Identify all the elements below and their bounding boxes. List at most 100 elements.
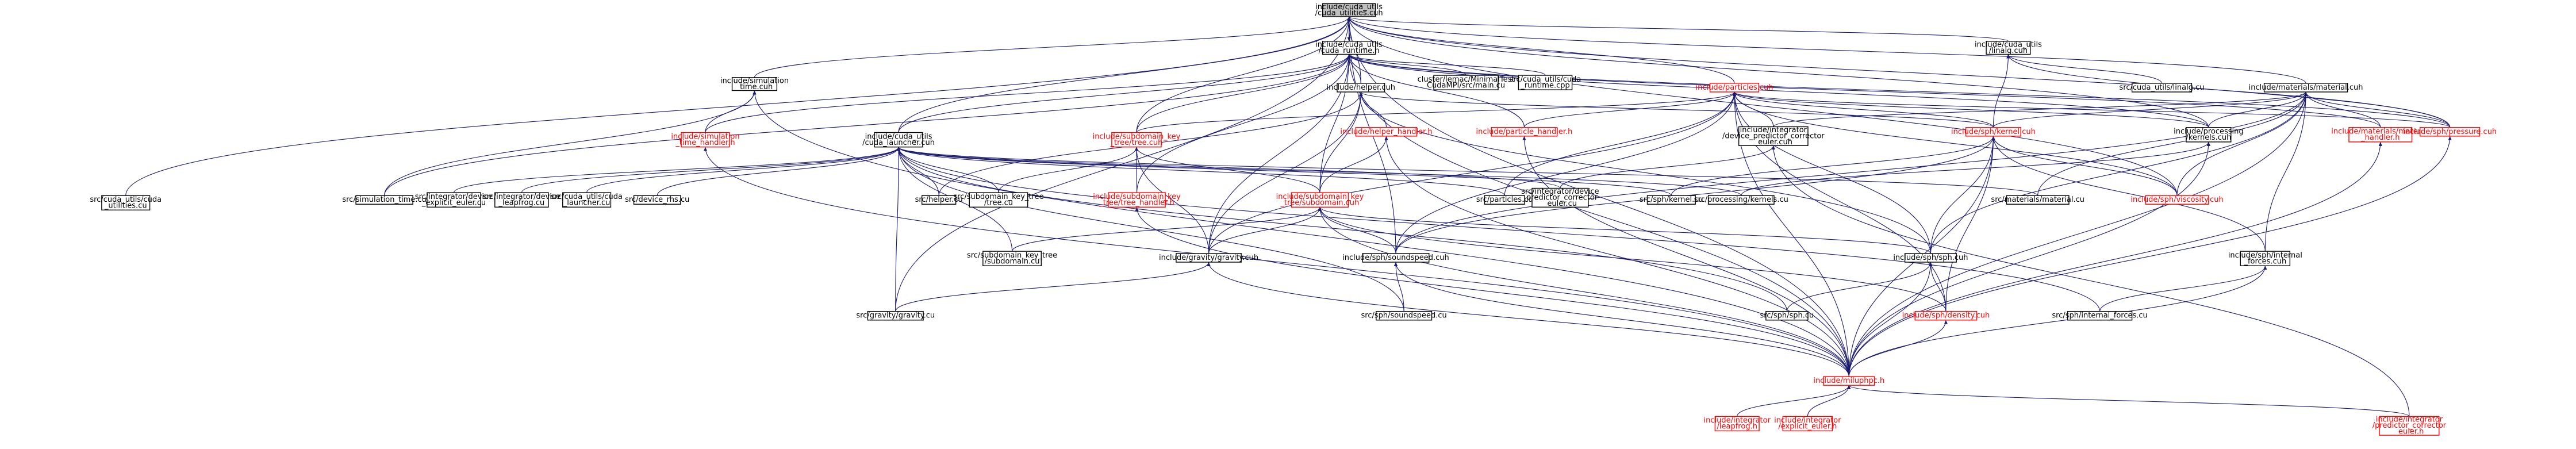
edge-line — [1786, 262, 1933, 312]
node-helper-cuh[interactable]: include/helper.cuh — [1327, 83, 1396, 93]
node-subdomain-tree[interactable]: include/subdomain_key_tree/tree.cuh — [1093, 132, 1181, 148]
node-src-soundspeed[interactable]: src/sph/soundspeed.cu — [1361, 310, 1447, 321]
node-label: _time_handler.h — [675, 139, 735, 147]
edge-line — [1134, 147, 1320, 193]
node-src-sph-kernel[interactable]: src/sph/kernel.cu — [1640, 195, 1703, 205]
node-sph-pressure[interactable]: include/sph/pressure.cuh — [2403, 127, 2497, 137]
node-label: /subdomain.cu — [985, 257, 1040, 266]
node-box — [2067, 310, 2133, 321]
node-cuda-runtime-cpp[interactable]: src/cuda_utils/cuda_runtime.cpp — [1510, 75, 1581, 90]
node-box — [2131, 83, 2193, 93]
node-box — [1376, 310, 1433, 321]
node-sph-cuh[interactable]: include/sph/sph.cuh — [1893, 253, 1968, 263]
node-src-tree[interactable]: src/subdomain_key_tree/tree.cu — [953, 192, 1044, 208]
node-predictor-corrector-euler-h[interactable]: include/integrator/predictor_corrector_e… — [2372, 416, 2447, 436]
node-src-internal-forces[interactable]: src/sph/internal_forces.cu — [2052, 310, 2148, 321]
edge-soundspeed_cuh-src_soundspeed — [1393, 262, 1404, 312]
node-label: src/subdomain_key_tree — [967, 251, 1057, 260]
node-helper-handler[interactable]: include/helper_handler.h — [1340, 127, 1433, 137]
node-src-device-pc-euler[interactable]: src/integrator/device_predictor_correcto… — [1521, 187, 1599, 208]
node-src-device-rhs[interactable]: src/device_rhs.cu — [625, 195, 689, 205]
edge-material-src_material — [2037, 91, 2308, 196]
node-label: src/cuda_utils/cuda — [90, 195, 162, 204]
edge-line — [1393, 262, 1404, 312]
node-label: src/particles.cu — [1476, 195, 1533, 204]
edge-line — [1347, 54, 2381, 128]
node-sim-time[interactable]: include/simulation_time.cuh — [720, 76, 789, 91]
edge-line — [1991, 136, 2178, 196]
node-label: CudaMPI/src/main.cu — [1427, 81, 1505, 90]
edge-line — [1732, 91, 2178, 196]
node-box — [1714, 416, 1760, 432]
node-cuda-launcher[interactable]: include/cuda_utils/cuda_launcher.cuh — [862, 132, 935, 148]
node-src-cuda-utilities[interactable]: src/cuda_utils/cuda_utilities.cu — [90, 195, 162, 211]
node-particles-cuh[interactable]: include/particles.cuh — [1695, 83, 1773, 93]
edge-line — [1737, 385, 1851, 417]
node-box — [355, 195, 413, 205]
node-soundspeed-cuh[interactable]: include/sph/soundspeed.cuh — [1342, 253, 1449, 263]
node-src-device-explicit-euler[interactable]: src/integrator/device_explicit_euler.cu — [415, 192, 493, 208]
edge-cuda_utilities-linalg — [1347, 16, 2009, 42]
edge-line — [897, 147, 1404, 312]
node-src-subdomain[interactable]: src/subdomain_key_tree/subdomain.cu — [967, 251, 1057, 267]
edge-line — [521, 147, 901, 193]
node-sim-time-handler[interactable]: include/simulation_time_handler.h — [671, 132, 740, 148]
node-src-particles[interactable]: src/particles.cu — [1476, 195, 1533, 205]
edge-line — [1930, 136, 1995, 254]
node-box — [2379, 416, 2440, 436]
edge-line — [1136, 54, 1351, 193]
node-cuda-runtime[interactable]: include/cuda_utils/cuda_runtime.h — [1315, 40, 1383, 55]
edge-particles_cuh-sph_viscosity — [1732, 91, 2178, 196]
node-material[interactable]: include/materials/material.cuh — [2249, 83, 2363, 93]
node-gravity-cuh[interactable]: include/gravity/gravity.cuh — [1159, 253, 1258, 263]
node-src-helper[interactable]: src/helper.cu — [915, 195, 963, 205]
edge-line — [1991, 136, 2266, 252]
node-src-linalg[interactable]: src/cuda_utils/linalg.cu — [2120, 83, 2205, 93]
node-processing-kernels[interactable]: include/processing/kernels.cuh — [2174, 127, 2244, 143]
node-density-cuh[interactable]: include/sph/density.cuh — [1902, 310, 1990, 321]
node-label: src/sph/soundspeed.cu — [1361, 312, 1447, 320]
edge-line — [1136, 54, 1351, 133]
node-sph-kernel[interactable]: include/sph/kernel.cuh — [1951, 127, 2036, 137]
node-label: _leapfrog.cu — [498, 198, 545, 207]
edge-line — [1208, 207, 1322, 254]
edge-line — [1347, 54, 2451, 128]
node-sph-viscosity[interactable]: include/sph/viscosity.cuh — [2130, 195, 2224, 205]
edge-line — [1347, 54, 2209, 128]
node-material-handler[interactable]: include/materials/material_handler.h — [2331, 127, 2429, 143]
node-label: include/sph/kernel.cuh — [1951, 128, 2036, 136]
node-src-sph[interactable]: src/sph/sph.cu — [1760, 310, 1814, 321]
node-linalg[interactable]: include/cuda_utils/linalg.cuh — [1975, 40, 2042, 55]
node-label: include/processing — [2174, 128, 2244, 136]
node-src-device-leapfrog[interactable]: src/integrator/device_leapfrog.cu — [483, 192, 560, 208]
node-label: _euler.cuh — [1754, 138, 1792, 147]
node-particle-handler[interactable]: include/particle_handler.h — [1476, 127, 1573, 137]
node-src-cuda-launcher[interactable]: src/cuda_utils/cuda_launcher.cu — [551, 192, 623, 208]
edge-line — [1523, 91, 1737, 128]
edge-line — [1733, 91, 2209, 128]
node-src-gravity[interactable]: src/gravity/gravity.cu — [856, 310, 935, 321]
node-subdomain-cuh[interactable]: include/subdomain_key_tree/subdomain.cuh — [1276, 192, 1364, 208]
edge-cuda_utilities-src_cuda_utilities — [125, 16, 1351, 196]
node-label: _forces.cuh — [2243, 257, 2286, 266]
node-minimaltest[interactable]: cluster/lemac/MinimalTestCudaMPI/src/mai… — [1418, 75, 1515, 90]
node-tree-handler[interactable]: include/subdomain_key_tree/tree_handler.… — [1093, 192, 1181, 208]
node-box — [2420, 127, 2481, 137]
edge-line — [1993, 91, 2308, 128]
node-src-simulation-time[interactable]: src/simulation_time.cu — [342, 195, 427, 205]
node-box — [427, 192, 481, 208]
node-leapfrog-h[interactable]: include/integrator/leapfrog.h — [1704, 416, 1771, 432]
node-explicit-euler-h[interactable]: include/integrator/explicit_euler.h — [1774, 416, 1841, 432]
edge-sph_cuh-src_sph — [1786, 262, 1933, 312]
node-internal-forces-cuh[interactable]: include/sph/internal_forces.cuh — [2228, 251, 2302, 267]
node-predictor-corrector-euler[interactable]: include/integrator/device_predictor_corr… — [1722, 126, 1825, 147]
node-box — [681, 132, 730, 148]
node-miluphpc[interactable]: include/miluphpc.h — [1813, 376, 1884, 386]
node-src-material[interactable]: src/materials/material.cu — [1991, 195, 2084, 205]
node-label: src/sph/kernel.cu — [1640, 195, 1703, 204]
edge-sph_kernel-src_sph_kernel — [1671, 136, 1995, 196]
edge-linalg-sph_kernel — [1993, 54, 2010, 128]
node-box — [1337, 83, 1385, 93]
node-src-processing-kernels[interactable]: src/processing/kernels.cu — [1694, 195, 1788, 205]
